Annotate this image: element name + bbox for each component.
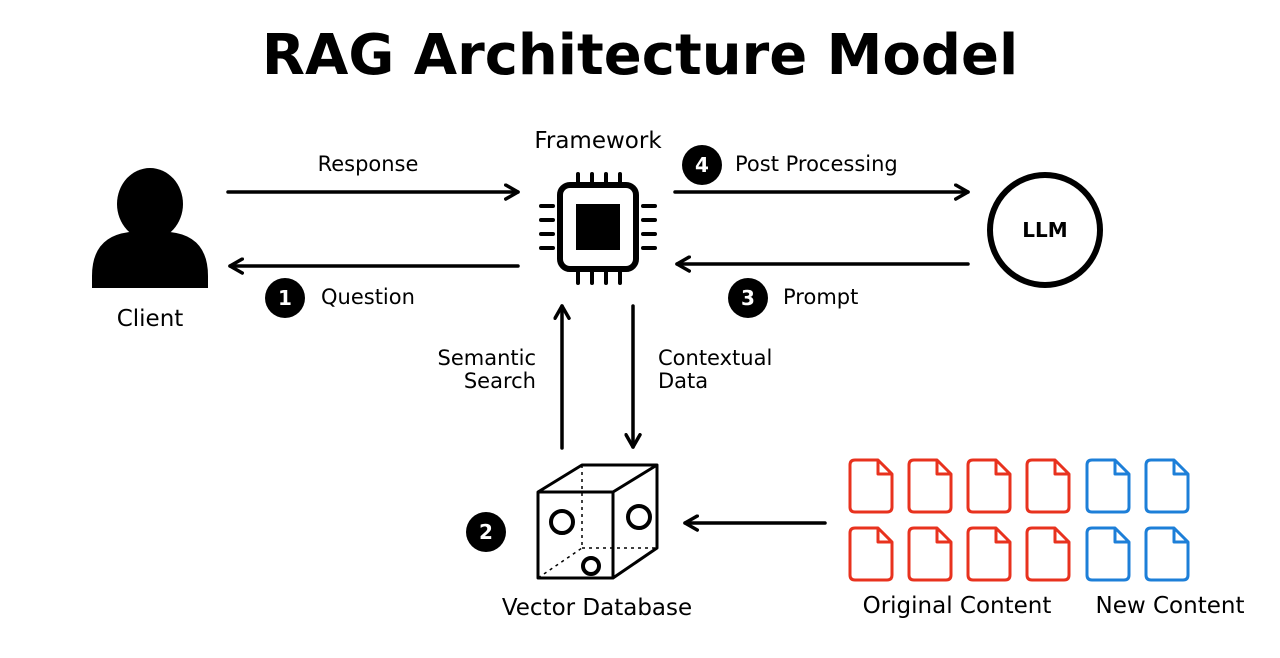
svg-text:3: 3 [741, 286, 755, 310]
framework-label: Framework [534, 128, 662, 154]
llm-label: LLM [1022, 218, 1067, 242]
new-document-icon [1085, 526, 1131, 582]
svg-text:1: 1 [278, 286, 292, 310]
svg-text:2: 2 [479, 520, 493, 544]
new-content-label: New Content [1096, 593, 1245, 619]
step-badge-2: 2 [466, 512, 506, 552]
cpu-chip-icon [539, 172, 657, 285]
prompt-label: Prompt [783, 285, 858, 309]
step-badge-1: 1 [265, 278, 305, 318]
response-label: Response [318, 152, 419, 176]
new-document-icon [1085, 458, 1131, 514]
llm-node: LLM [987, 172, 1103, 288]
semantic-search-label-line2: Search [464, 369, 536, 393]
svg-text:4: 4 [695, 153, 709, 177]
new-document-icon [1144, 526, 1190, 582]
client-label: Client [117, 306, 184, 332]
post-processing-label: Post Processing [735, 152, 898, 176]
step-badge-4: 4 [682, 145, 722, 185]
person-icon [92, 168, 208, 288]
original-document-icon [1025, 458, 1071, 514]
original-document-icon [1025, 526, 1071, 582]
original-document-icon [907, 526, 953, 582]
diagram-title: RAG Architecture Model [262, 23, 1018, 88]
original-document-icon [907, 458, 953, 514]
contextual-data-label-line2: Data [658, 369, 708, 393]
step-badge-3: 3 [728, 278, 768, 318]
vector-database-label: Vector Database [502, 595, 692, 621]
question-label: Question [321, 285, 415, 309]
semantic-search-label-line1: Semantic [438, 346, 537, 370]
contextual-data-label-line1: Contextual [658, 346, 772, 370]
original-content-label: Original Content [863, 593, 1052, 619]
original-document-icon [848, 526, 894, 582]
cube-icon [536, 463, 659, 580]
original-document-icon [966, 458, 1012, 514]
document-grid [848, 458, 1190, 582]
new-document-icon [1144, 458, 1190, 514]
original-document-icon [966, 526, 1012, 582]
original-document-icon [848, 458, 894, 514]
